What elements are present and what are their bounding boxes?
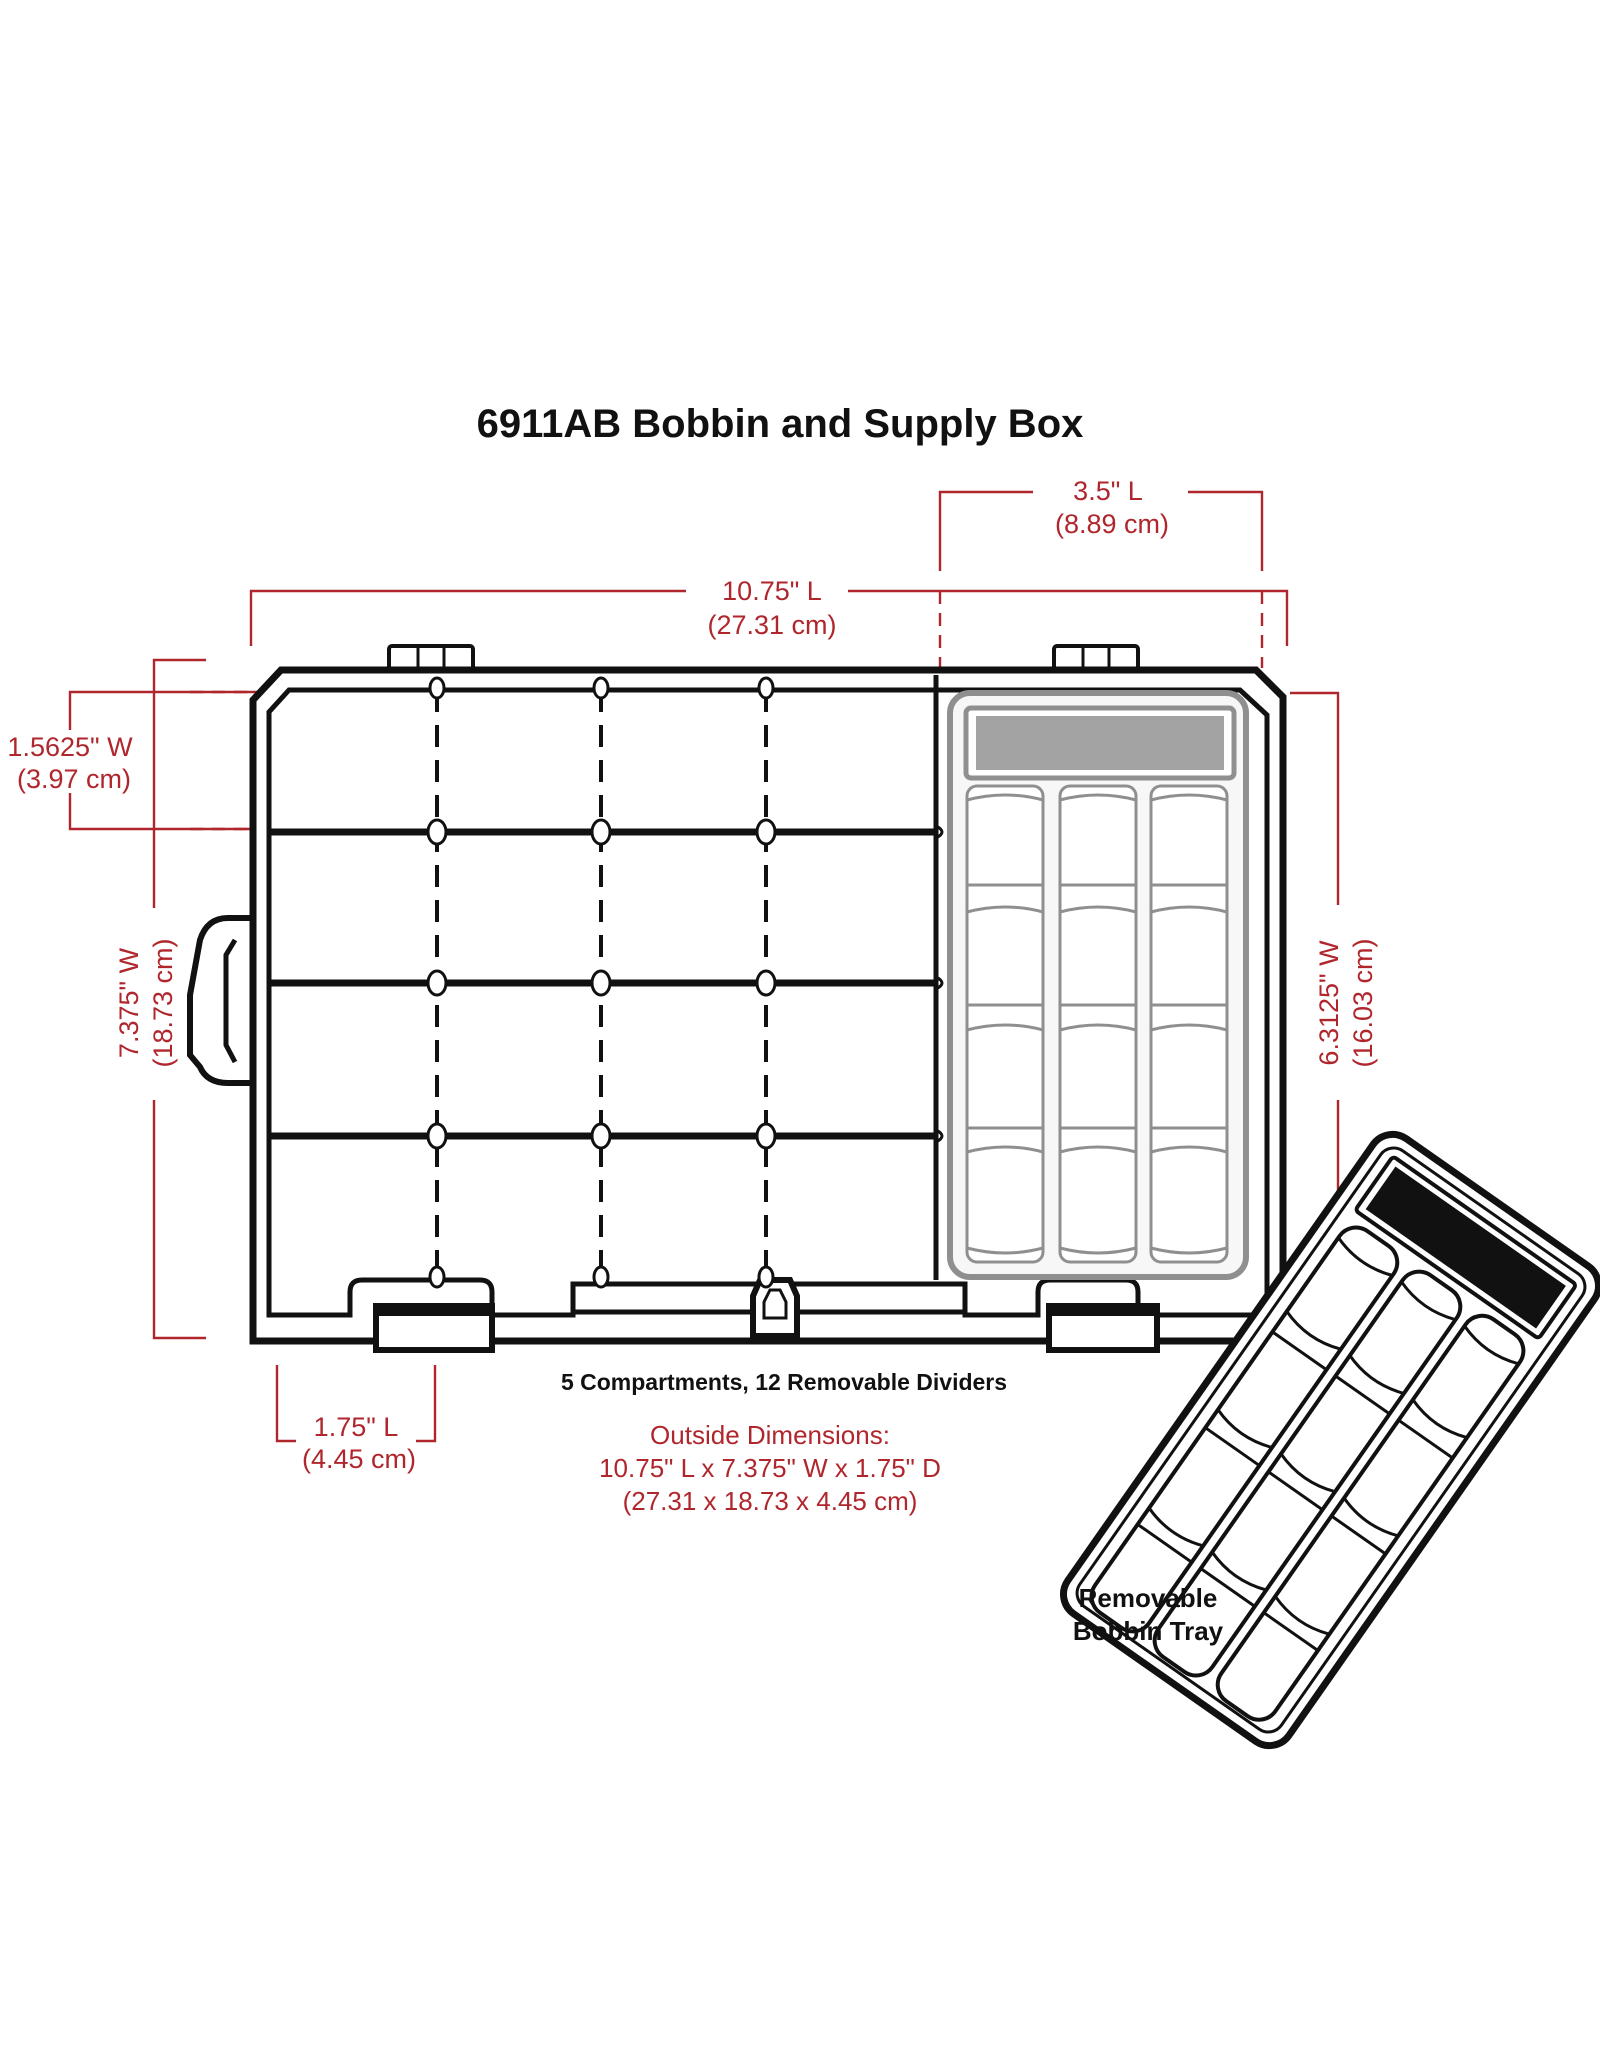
dim-overall-length-cm: (27.31 cm) xyxy=(707,610,836,640)
dim-overall-width-cm: (18.73 cm) xyxy=(148,938,178,1067)
dim-tray-width-in: 6.3125" W xyxy=(1314,940,1344,1066)
dim-compartment-width: 1.5625" W (3.97 cm) xyxy=(7,690,262,831)
dim-compartment-width-cm: (3.97 cm) xyxy=(17,764,131,794)
outside-dimensions: Outside Dimensions: 10.75" L x 7.375" W … xyxy=(599,1420,941,1516)
tray-caption-line2: Bobbin Tray xyxy=(1073,1616,1224,1646)
dim-overall-length-in: 10.75" L xyxy=(722,576,822,606)
dim-tray-length-in: 3.5" L xyxy=(1073,476,1143,506)
bobbin-tray-installed xyxy=(947,690,1249,1280)
dim-depth-in: 1.75" L xyxy=(314,1412,399,1442)
outside-dimensions-heading: Outside Dimensions: xyxy=(650,1420,890,1450)
dim-compartment-width-in: 1.5625" W xyxy=(7,732,133,762)
dim-depth-cm: (4.45 cm) xyxy=(302,1444,416,1474)
removable-bobbin-tray xyxy=(1060,1130,1600,1750)
side-handle xyxy=(187,915,253,1086)
dim-overall-length: 10.75" L (27.31 cm) xyxy=(249,576,1289,668)
outside-dimensions-metric: (27.31 x 18.73 x 4.45 cm) xyxy=(623,1486,918,1516)
dim-overall-width-in: 7.375" W xyxy=(114,947,144,1058)
outside-dimensions-imperial: 10.75" L x 7.375" W x 1.75" D xyxy=(599,1453,941,1483)
dim-overall-width: 7.375" W (18.73 cm) xyxy=(114,658,206,1340)
center-clasp xyxy=(750,1277,800,1339)
removable-tray-caption: Removable Bobbin Tray xyxy=(1073,1583,1224,1646)
tray-caption-line1: Removable xyxy=(1079,1583,1218,1613)
removable-tray-label-area xyxy=(1365,1166,1566,1329)
tray-label-area xyxy=(976,716,1224,770)
diagram-title: 6911AB Bobbin and Supply Box xyxy=(477,402,1084,446)
removable-divider-slots xyxy=(426,676,777,1289)
dim-tray-length: 3.5" L (8.89 cm) xyxy=(938,476,1264,571)
dim-depth: 1.75" L (4.45 cm) xyxy=(275,1365,437,1474)
dim-tray-width: 6.3125" W (16.03 cm) xyxy=(1290,691,1378,1308)
supply-box xyxy=(187,644,1287,1353)
compartments-note: 5 Compartments, 12 Removable Dividers xyxy=(561,1369,1007,1395)
dim-tray-width-cm: (16.03 cm) xyxy=(1348,938,1378,1067)
dim-tray-length-cm: (8.89 cm) xyxy=(1055,509,1169,539)
